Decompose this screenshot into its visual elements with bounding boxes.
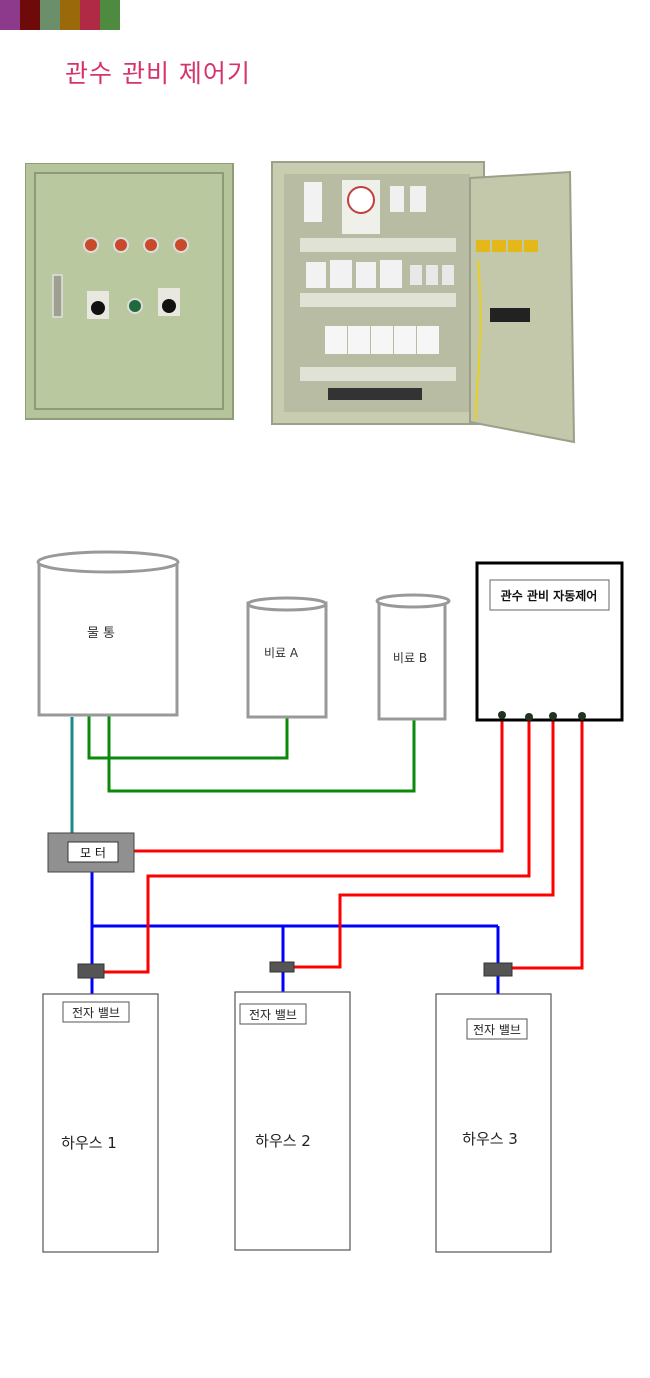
motor-body <box>47 832 135 873</box>
control-wire-motor <box>134 718 504 853</box>
auto-controller: 관수 관비 자동제어 <box>475 561 624 722</box>
red-lamp <box>83 237 99 253</box>
timer-relays <box>306 260 454 288</box>
selector-switch <box>158 288 180 316</box>
door-components <box>474 240 538 421</box>
valve-label-box <box>466 1018 528 1040</box>
timer-relay <box>306 262 326 288</box>
fertilizer-tank-b: 비료 B <box>375 593 451 721</box>
valve-label-box <box>239 1003 307 1025</box>
house-box <box>42 993 159 1253</box>
control-wire-valve-2 <box>294 718 555 969</box>
timer-relay <box>330 260 352 288</box>
tank-body <box>37 560 179 717</box>
relay-module <box>410 186 426 212</box>
solenoid-valve-1 <box>77 963 105 979</box>
controller-label: 관수 관비 자동제어 <box>501 588 598 603</box>
relay-module <box>426 265 438 285</box>
valve-label-box <box>62 1001 130 1023</box>
water-tank: 물 통 <box>36 550 180 717</box>
terminal-icon <box>578 712 586 720</box>
house-label: 하우스 1 <box>61 1134 117 1152</box>
terminal-icon <box>525 713 533 721</box>
color-strip <box>0 0 20 30</box>
tank-top <box>246 596 328 612</box>
valve-label: 전자 밸브 <box>72 1006 120 1020</box>
fertilizer-a-pipe <box>87 715 289 760</box>
relay-module <box>304 182 322 222</box>
fertilizer-b-label: 비료 B <box>393 651 427 665</box>
color-strip <box>60 0 80 30</box>
motor-label-box <box>67 841 119 863</box>
contactor <box>417 326 439 354</box>
color-strip <box>40 0 60 30</box>
house-1: 전자 밸브 하우스 1 <box>42 993 159 1253</box>
switch-knob-icon <box>91 301 105 315</box>
open-door <box>469 170 576 444</box>
red-lamp <box>113 237 129 253</box>
solenoid-valve-3 <box>483 962 513 977</box>
din-rail <box>300 367 456 381</box>
closed-panel-photo <box>25 163 234 420</box>
color-strip <box>100 0 120 30</box>
color-strips <box>0 0 120 30</box>
red-lamp <box>173 237 189 253</box>
red-lamp <box>143 237 159 253</box>
solenoid-valve-2 <box>269 961 295 973</box>
valve-label: 전자 밸브 <box>473 1023 521 1037</box>
open-panel-photo <box>271 161 576 444</box>
color-strip <box>20 0 40 30</box>
wire-bundle <box>474 259 482 421</box>
door-lamp <box>508 240 522 252</box>
contactor <box>325 326 347 354</box>
timer-dial-icon <box>347 186 375 214</box>
indicator-lamps-red <box>83 237 189 253</box>
house-3: 전자 밸브 하우스 3 <box>435 993 552 1253</box>
fertilizer-b-pipe <box>107 715 416 793</box>
contactors <box>325 326 439 354</box>
house-label: 하우스 2 <box>255 1132 311 1150</box>
tank-top <box>36 550 180 574</box>
panel-door <box>34 172 224 410</box>
timer-relay <box>380 260 402 288</box>
door-switch <box>490 308 530 322</box>
contactor <box>371 326 393 354</box>
page-title: 관수 관비 제어기 <box>65 59 251 88</box>
color-strip <box>80 0 100 30</box>
house-box <box>234 991 351 1251</box>
contactor <box>394 326 416 354</box>
door-lamp <box>524 240 538 252</box>
fertilizer-a-label: 비료 A <box>264 646 299 660</box>
green-lamp <box>127 298 143 314</box>
valve-label: 전자 밸브 <box>249 1008 297 1022</box>
terminal-block <box>328 388 422 400</box>
controller-label-box <box>489 579 610 611</box>
motor-label: 모 터 <box>80 846 106 860</box>
tank-body <box>377 599 447 721</box>
terminal-icon <box>498 711 506 719</box>
water-tank-label: 물 통 <box>87 626 115 641</box>
door-handle-icon <box>52 274 63 318</box>
control-wire-valve-3 <box>512 718 584 970</box>
relay-module <box>410 265 422 285</box>
door-lamp <box>476 240 490 252</box>
fertilizer-tank-a: 비료 A <box>246 596 328 719</box>
din-rail <box>300 293 456 307</box>
contactor <box>348 326 370 354</box>
relay-module <box>390 186 404 212</box>
relay-module <box>442 265 454 285</box>
selector-switch <box>87 291 109 319</box>
house-2: 전자 밸브 하우스 2 <box>234 991 351 1251</box>
door-lamp <box>492 240 506 252</box>
motor: 모 터 <box>47 832 135 873</box>
timer-relay <box>356 262 376 288</box>
switch-knob-icon <box>162 299 176 313</box>
tank-body <box>246 601 328 719</box>
tank-top <box>375 593 451 609</box>
irrigation-diagram: 물 통 비료 A 비료 B 관수 관비 자동제어 모 터 전자 밸브 하우스 1 <box>36 550 624 1253</box>
house-label: 하우스 3 <box>462 1130 518 1148</box>
control-wire-valve-1 <box>104 718 531 974</box>
din-rail <box>300 238 456 252</box>
terminal-icon <box>549 712 557 720</box>
